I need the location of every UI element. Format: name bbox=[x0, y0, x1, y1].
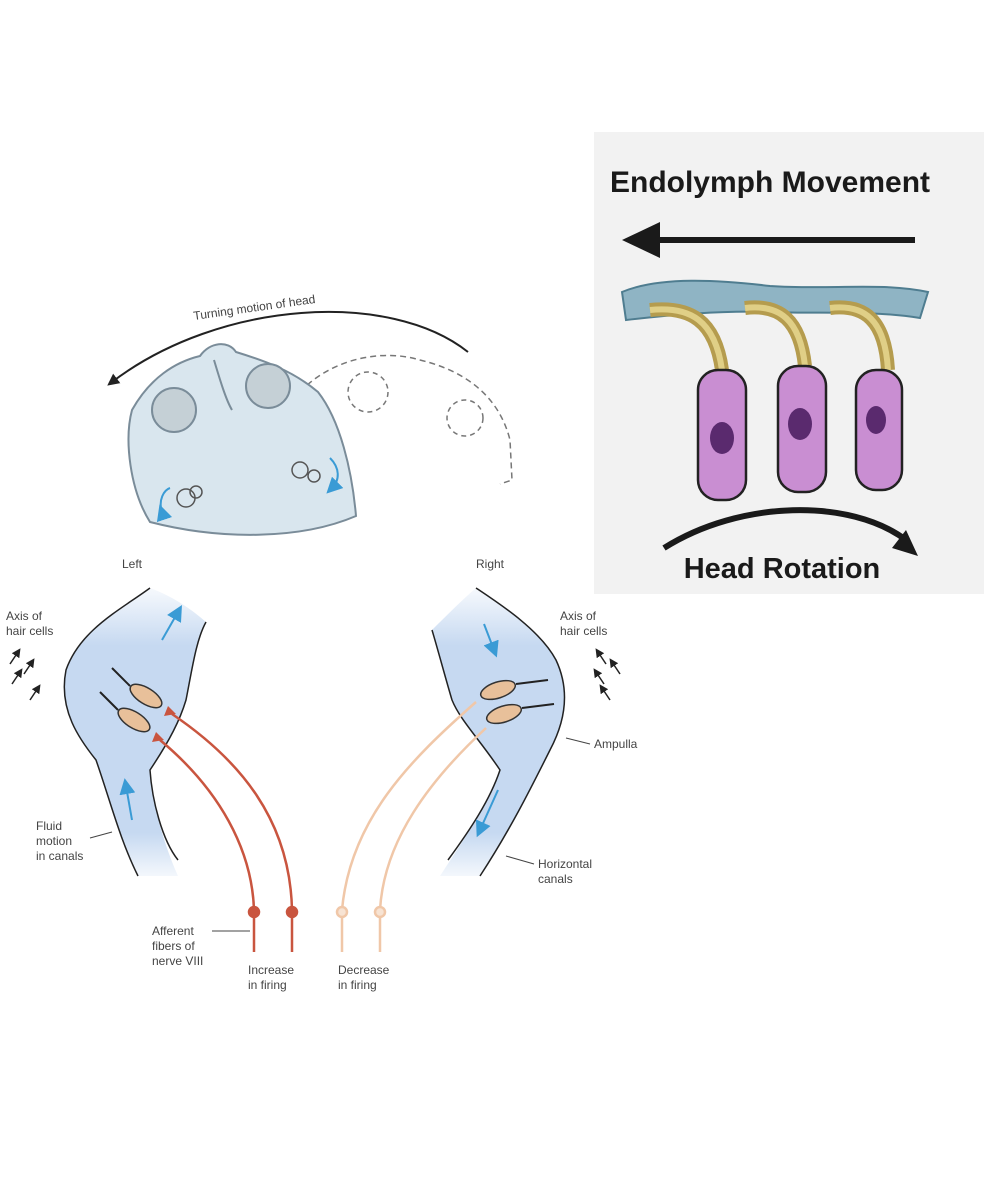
left-horizontal-canal bbox=[63, 587, 207, 877]
ampulla-label: Ampulla bbox=[594, 737, 638, 751]
head-outline bbox=[127, 343, 358, 536]
fluid-motion-leader bbox=[89, 831, 113, 839]
nucleus bbox=[710, 422, 734, 454]
nucleus bbox=[788, 408, 812, 440]
hair-cell-panel-background bbox=[594, 132, 984, 594]
right-horizontal-canal bbox=[431, 587, 566, 877]
right-eye bbox=[245, 363, 291, 409]
left-eye bbox=[151, 387, 197, 433]
horizontal-canals-label: Horizontal canals bbox=[538, 857, 595, 886]
afferent-fibers-label: Afferent fibers of nerve VIII bbox=[152, 924, 203, 968]
right-label: Right bbox=[476, 557, 505, 571]
left-axis-arrows-icon bbox=[9, 648, 41, 701]
increase-fibers bbox=[159, 712, 299, 952]
ampulla-leader bbox=[565, 737, 591, 745]
hair-cell-2 bbox=[744, 300, 828, 494]
hair-cell-1 bbox=[649, 302, 748, 502]
hair-cell-panel: Endolymph Movement bbox=[594, 132, 984, 594]
turning-motion-label: Turning motion of head bbox=[192, 292, 316, 323]
endolymph-movement-title: Endolymph Movement bbox=[610, 166, 930, 199]
right-inner-ear bbox=[291, 457, 344, 494]
nucleus bbox=[866, 406, 886, 434]
horizontal-canals-leader bbox=[505, 855, 535, 865]
right-axis-arrows-icon bbox=[593, 648, 621, 701]
previous-head-outline bbox=[299, 354, 513, 485]
turning-motion-arrow-icon bbox=[107, 310, 469, 386]
left-label: Left bbox=[122, 557, 143, 571]
fluid-motion-label: Fluid motion in canals bbox=[36, 819, 83, 863]
endolymph-arrow-icon bbox=[622, 222, 915, 258]
decrease-firing-label: Decrease in firing bbox=[338, 963, 393, 992]
increase-firing-label: Increase in firing bbox=[248, 963, 297, 992]
head-top-view: Turning motion of head bbox=[107, 292, 513, 536]
right-axis-label: Axis of hair cells bbox=[560, 609, 607, 638]
left-inner-ear bbox=[156, 485, 203, 523]
right-hair-cells bbox=[479, 679, 555, 725]
hair-cell-3 bbox=[829, 300, 904, 492]
left-axis-label: Axis of hair cells bbox=[6, 609, 53, 638]
head-rotation-caption: Head Rotation bbox=[684, 553, 881, 585]
decrease-fibers bbox=[335, 701, 487, 952]
head-rotation-arrow-icon bbox=[662, 507, 918, 556]
